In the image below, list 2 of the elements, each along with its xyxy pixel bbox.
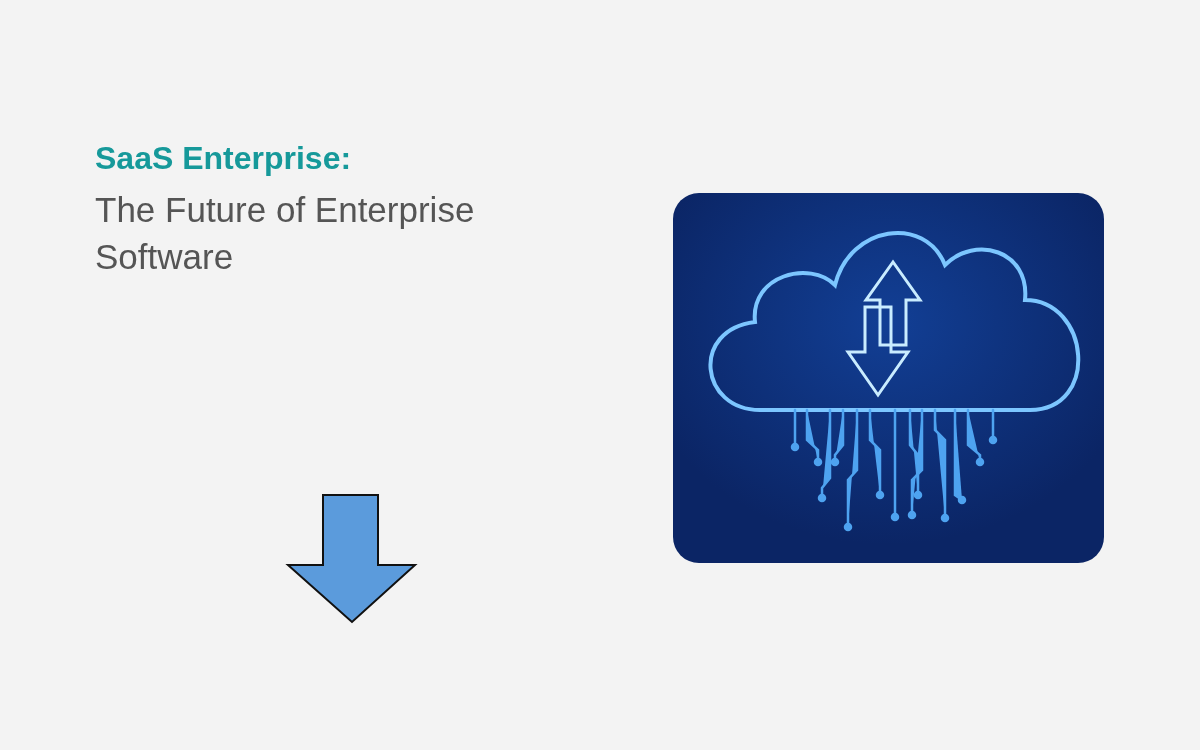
heading: SaaS Enterprise: xyxy=(95,140,352,177)
subheading: The Future of Enterprise Software xyxy=(95,189,476,278)
